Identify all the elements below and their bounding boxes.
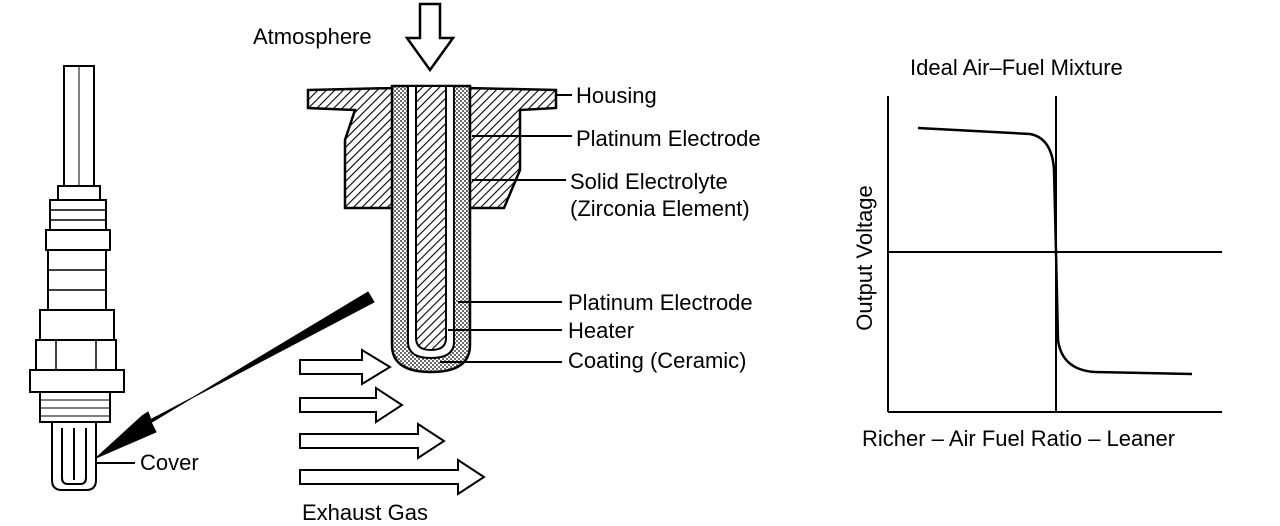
voltage-curve	[917, 126, 1193, 376]
platinum-electrode-outer-label: Platinum Electrode	[576, 126, 761, 151]
heater-label: Heater	[568, 318, 634, 343]
exhaust-arrow-3	[299, 422, 446, 460]
cover-label: Cover	[140, 450, 199, 475]
housing-label: Housing	[576, 83, 657, 108]
zirconia-element	[390, 84, 472, 374]
sensor-hex-nut	[35, 339, 117, 371]
sensor-threads	[39, 391, 111, 423]
coating-label: Coating (Ceramic)	[568, 348, 747, 373]
sensor-collar	[39, 309, 115, 341]
exhaust-arrow-2	[299, 386, 404, 424]
atmosphere-arrow	[404, 2, 456, 73]
exhaust-arrow-4	[299, 458, 486, 496]
graph-ylabel: Output Voltage	[852, 185, 877, 331]
platinum-electrode-inner-label: Platinum Electrode	[568, 290, 753, 315]
exhaust-gas-label: Exhaust Gas	[302, 500, 428, 525]
pointer-arrow	[95, 291, 375, 459]
oxygen-sensor-body	[29, 65, 125, 491]
sensor-cap	[49, 199, 107, 231]
sensor-thread-base	[29, 369, 125, 393]
sensor-ring	[45, 229, 111, 251]
graph-title: Ideal Air–Fuel Mixture	[910, 55, 1123, 80]
sensor-boot	[57, 185, 101, 201]
solid-electrolyte-label: Solid Electrolyte	[570, 169, 728, 194]
zirconia-element-label: (Zirconia Element)	[570, 196, 750, 221]
exhaust-arrow-1	[299, 348, 392, 386]
leader-lines	[440, 94, 572, 363]
heater-core	[415, 85, 447, 352]
graph-xlabel: Richer – Air Fuel Ratio – Leaner	[862, 426, 1175, 451]
atmosphere-label: Atmosphere	[253, 24, 372, 49]
exhaust-gas-arrows	[299, 348, 486, 496]
sensor-upper-body	[47, 249, 107, 311]
